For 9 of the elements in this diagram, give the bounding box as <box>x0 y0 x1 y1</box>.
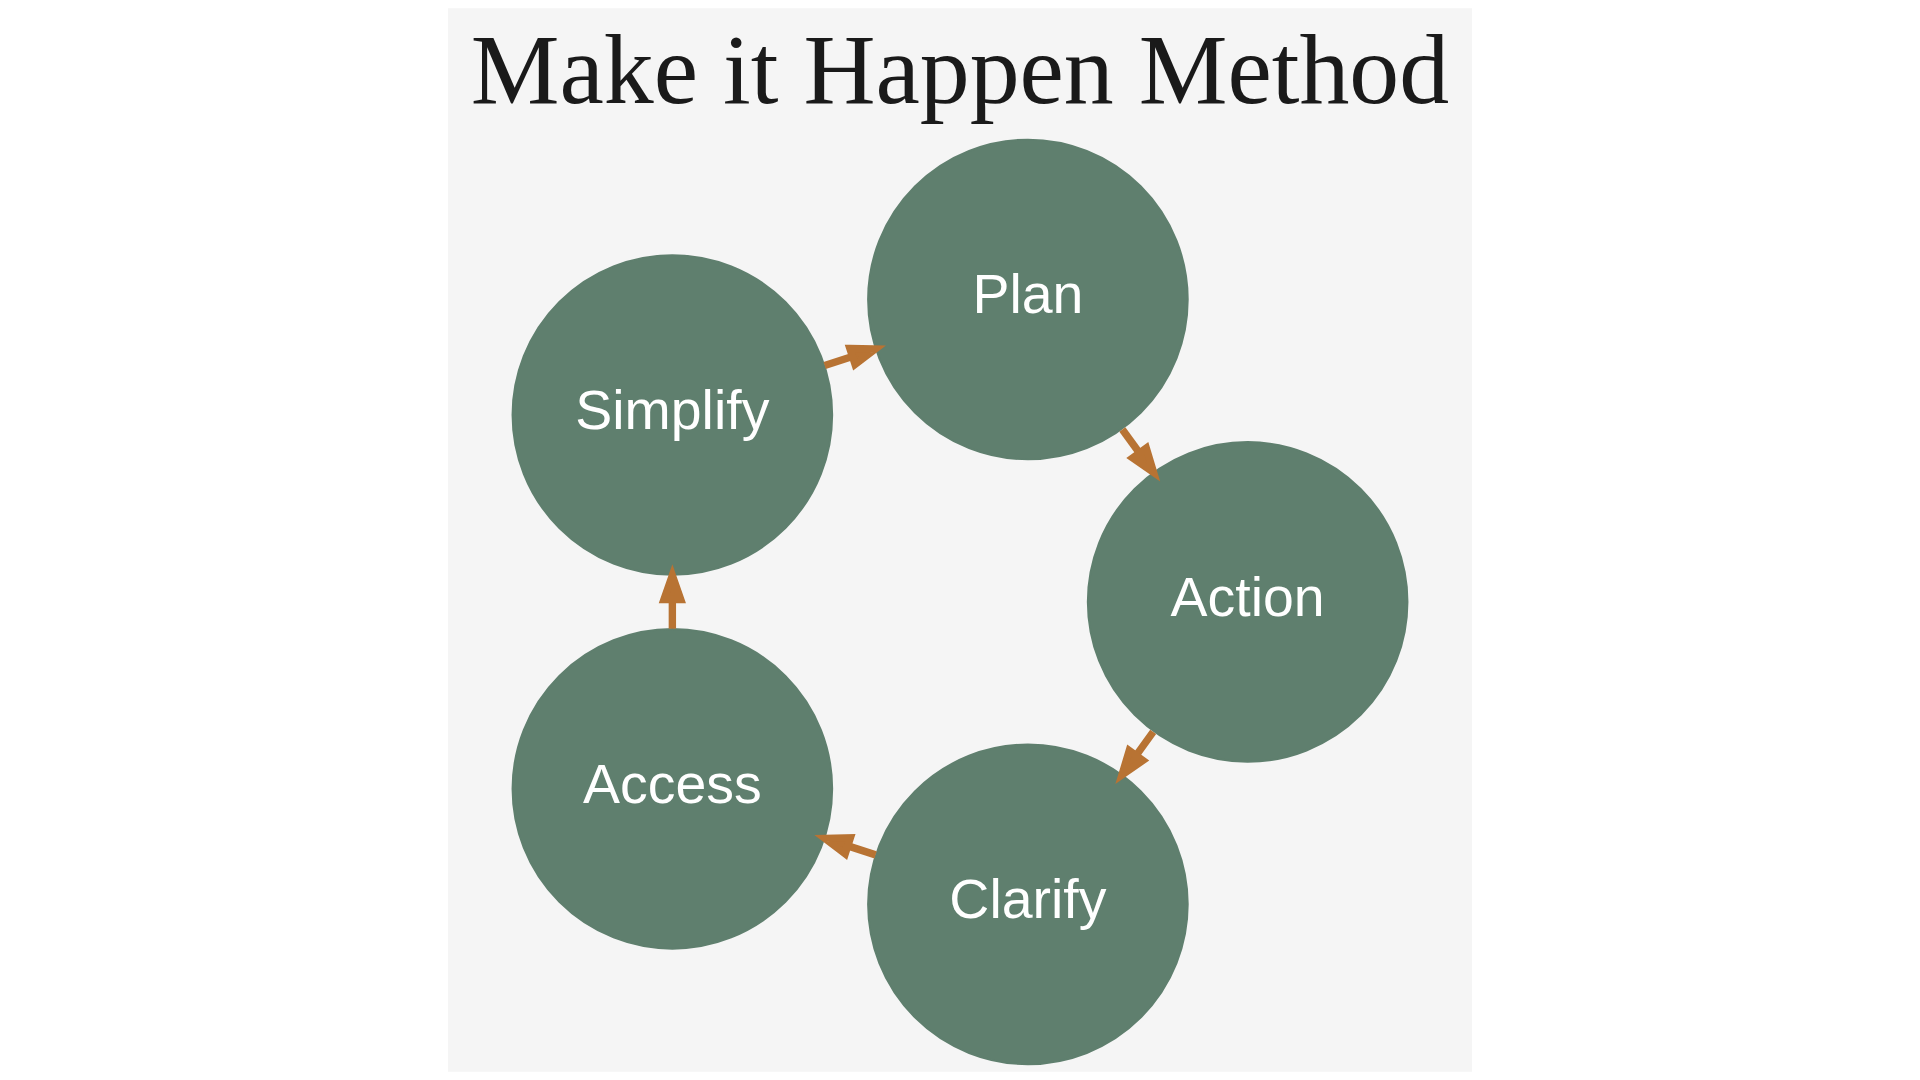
arrow <box>658 564 686 629</box>
diagram-title: Make it Happen Method <box>470 14 1450 125</box>
arrow <box>1115 729 1157 784</box>
arrow <box>823 344 886 371</box>
arrow <box>1119 427 1161 482</box>
node-circle: Plan <box>867 138 1189 461</box>
node-circle: Simplify <box>511 254 834 576</box>
arrow <box>814 834 877 860</box>
node-circle: Access <box>511 628 834 950</box>
